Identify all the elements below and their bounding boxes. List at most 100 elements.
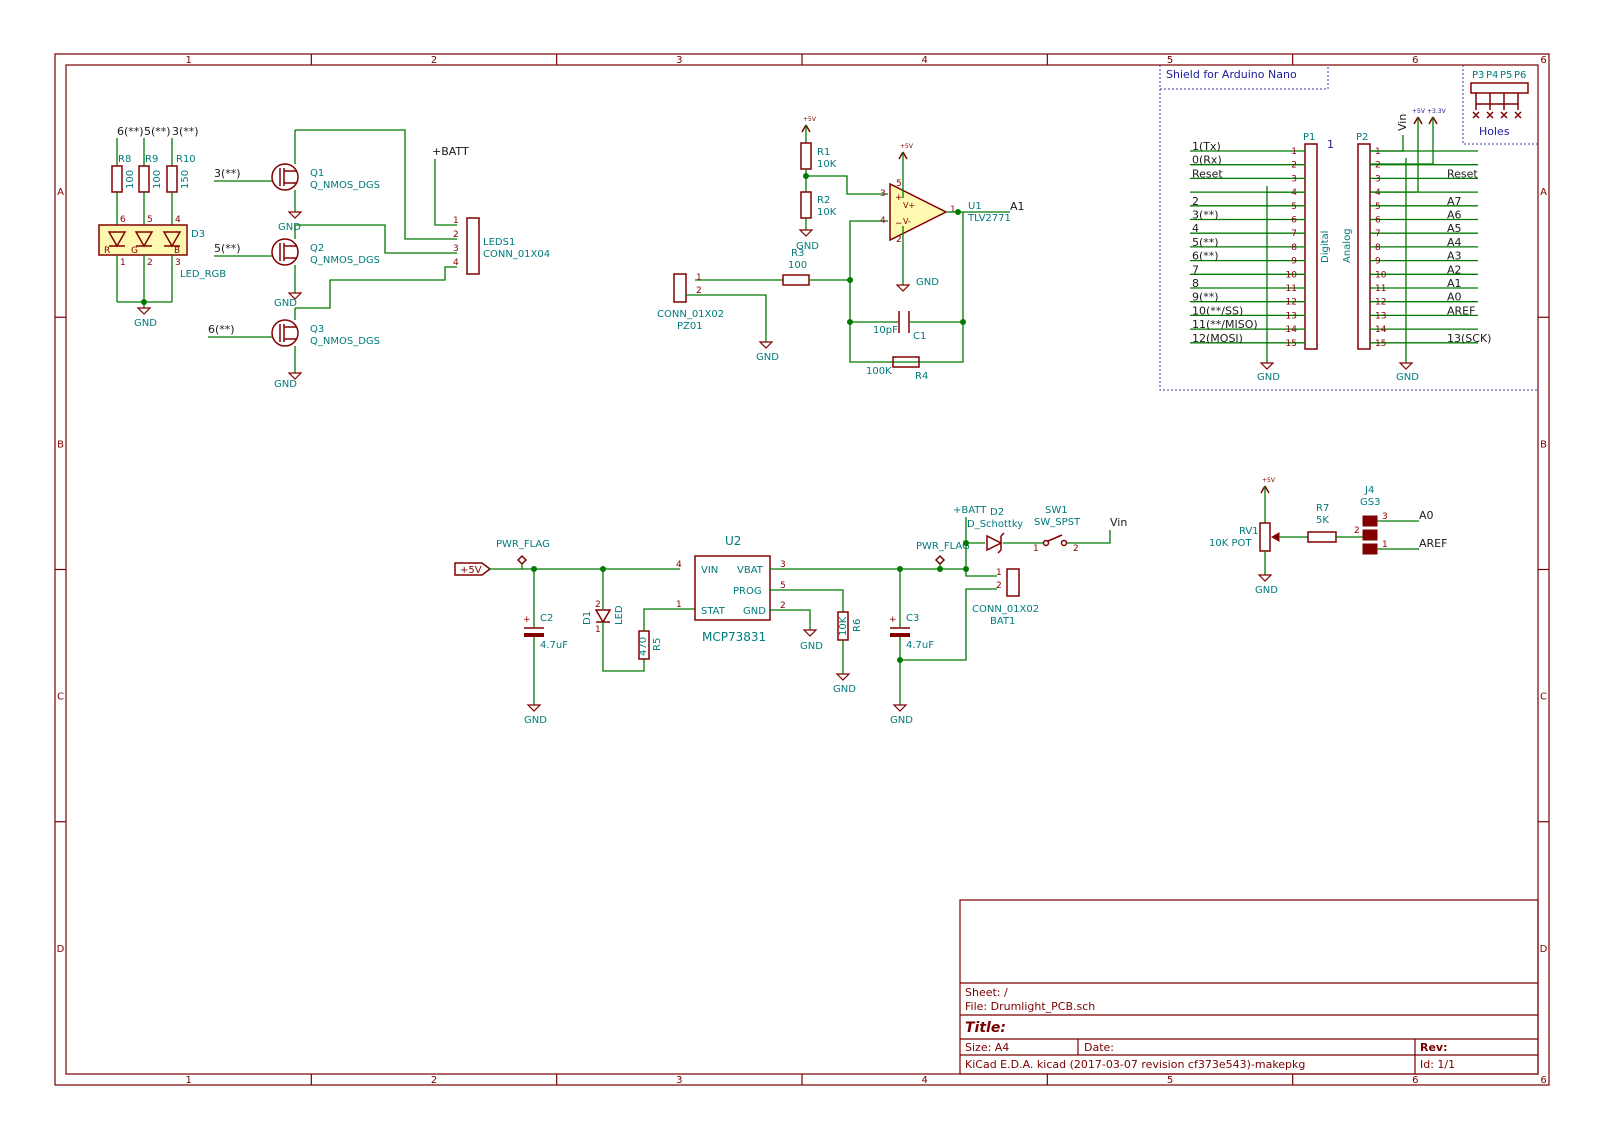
- q2-ref: Q2: [310, 243, 324, 254]
- p1-pin-label: 1(Tx): [1192, 140, 1221, 153]
- zone-col-label: 2: [431, 1075, 437, 1086]
- tb-sheet: Sheet: /: [965, 986, 1008, 999]
- zone-row-label: A: [1540, 187, 1547, 198]
- q1-gate-net: 3(**): [214, 167, 241, 180]
- svg-text:GND: GND: [274, 298, 297, 309]
- resistor-r3: [782, 274, 810, 286]
- zone-row-label: B: [1540, 439, 1547, 450]
- svg-text:−: −: [895, 219, 903, 229]
- opamp-u1: [889, 182, 948, 242]
- zone-col-label: 1: [185, 55, 191, 66]
- svg-text:P4: P4: [1486, 70, 1498, 81]
- p2-pin-number: 3: [1375, 174, 1381, 184]
- p2-pin-label: A1: [1447, 277, 1462, 290]
- p2-pin-number: 13: [1375, 311, 1386, 321]
- q1-value: Q_NMOS_DGS: [310, 180, 380, 191]
- p2-pin-number: 10: [1375, 270, 1387, 280]
- svg-text:1: 1: [676, 600, 682, 610]
- svg-text:470: 470: [638, 637, 649, 656]
- svg-text:+5V: +5V: [900, 143, 914, 150]
- resistor-r10: [166, 165, 178, 193]
- p1-pin-label: Reset: [1192, 167, 1223, 180]
- p1-pin-label: 3(**): [1192, 209, 1219, 222]
- svg-text:GND: GND: [916, 277, 939, 288]
- svg-text:RV1: RV1: [1239, 526, 1259, 537]
- svg-text:3: 3: [880, 189, 886, 199]
- svg-text:R2: R2: [817, 195, 830, 206]
- zone-col-label: 5: [1167, 55, 1173, 66]
- svg-text:GND: GND: [800, 641, 823, 652]
- svg-text:GND: GND: [743, 606, 766, 617]
- svg-text:5: 5: [147, 215, 153, 225]
- p1-pin-number: 12: [1286, 298, 1297, 308]
- svg-text:D1: D1: [582, 611, 593, 625]
- svg-text:PWR_FLAG: PWR_FLAG: [916, 541, 970, 552]
- svg-text:PZ01: PZ01: [677, 321, 703, 332]
- p1-pin-number: 11: [1286, 284, 1297, 294]
- batt-net: +BATT: [432, 145, 469, 158]
- p1-pin-number: 1: [1291, 147, 1297, 157]
- resistor-r8: [111, 165, 123, 193]
- svg-text:4.7uF: 4.7uF: [540, 640, 568, 651]
- r8-ref: R8: [118, 154, 131, 165]
- svg-text:4: 4: [676, 560, 682, 570]
- svg-text:R3: R3: [791, 248, 804, 259]
- svg-text:+BATT: +BATT: [953, 505, 987, 516]
- p2-pin-number: 8: [1375, 243, 1381, 253]
- charger-block: +5V PWR_FLAG + C2 4.7uF GND D1 LED 2 1 4…: [454, 505, 1127, 726]
- mosfet-q1: [271, 163, 299, 191]
- p2-pin-number: 14: [1375, 325, 1387, 335]
- led-d1: [594, 609, 612, 624]
- connector-leds1: [466, 217, 480, 275]
- p2-pin-label: A7: [1447, 195, 1462, 208]
- p1-pin-number: 14: [1286, 325, 1298, 335]
- svg-text:2: 2: [453, 230, 459, 240]
- svg-text:P2: P2: [1356, 132, 1368, 143]
- d3-value: LED_RGB: [180, 269, 226, 280]
- svg-text:GND: GND: [274, 379, 297, 390]
- svg-text:Vin: Vin: [1396, 114, 1409, 131]
- svg-text:+: +: [895, 193, 903, 203]
- p2-pin-label: A4: [1447, 236, 1462, 249]
- r10-ref: R10: [176, 154, 196, 165]
- svg-text:J4: J4: [1364, 485, 1374, 496]
- svg-text:CONN_01X02: CONN_01X02: [657, 309, 724, 320]
- svg-text:GND: GND: [796, 241, 819, 252]
- tb-date: Date:: [1084, 1041, 1114, 1054]
- svg-text:3: 3: [453, 244, 459, 254]
- p2-pin-label: A5: [1447, 222, 1462, 235]
- svg-text:R: R: [104, 246, 110, 256]
- resistor-r2: [800, 191, 812, 219]
- svg-text:U2: U2: [725, 534, 741, 548]
- svg-text:2: 2: [1354, 526, 1360, 536]
- svg-text:100K: 100K: [866, 366, 892, 377]
- svg-text:+5V: +5V: [803, 116, 817, 123]
- svg-text:C2: C2: [540, 613, 553, 624]
- zone-row-label: A: [57, 187, 64, 198]
- p2-pin-label: A2: [1447, 263, 1462, 276]
- svg-text:GND: GND: [756, 352, 779, 363]
- svg-text:2: 2: [147, 258, 153, 268]
- tb-tool: KiCad E.D.A. kicad (2017-03-07 revision …: [965, 1058, 1305, 1071]
- zone-row-label: D: [57, 944, 65, 955]
- svg-text:GND: GND: [278, 222, 301, 233]
- zone-col-label: 4: [921, 1075, 927, 1086]
- svg-text:B: B: [174, 246, 180, 256]
- svg-text:C3: C3: [906, 613, 919, 624]
- svg-text:R7: R7: [1316, 503, 1329, 514]
- svg-text:+5V: +5V: [460, 565, 482, 576]
- svg-text:P6: P6: [1514, 70, 1526, 81]
- q2-value: Q_NMOS_DGS: [310, 255, 380, 266]
- svg-text:V-: V-: [903, 217, 911, 226]
- svg-text:+: +: [889, 615, 897, 625]
- p2-pin-label: 13(SCK): [1447, 332, 1491, 345]
- p1-pin-label: 9(**): [1192, 291, 1219, 304]
- svg-text:GND: GND: [833, 684, 856, 695]
- connector-bat1: [1006, 568, 1020, 597]
- p2-pin-label: A3: [1447, 250, 1462, 263]
- nano-title: Shield for Arduino Nano: [1166, 68, 1297, 81]
- p1-pin-number: 8: [1291, 243, 1297, 253]
- svg-text:Analog: Analog: [1342, 228, 1353, 263]
- a1-net: A1: [1010, 200, 1025, 213]
- p2-pin-number: 9: [1375, 257, 1381, 267]
